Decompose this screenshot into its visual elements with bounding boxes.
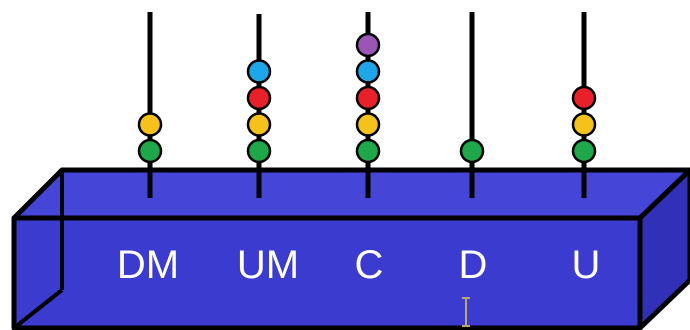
bead-red-um: [246, 85, 272, 111]
bead-yellow-dm: [137, 112, 163, 137]
box-back-bottom-edge: [12, 288, 64, 330]
bead-purple-c: [355, 32, 381, 58]
bead-yellow-c: [355, 112, 381, 137]
bead-green-d: [459, 138, 485, 164]
box-top-face: [11, 167, 690, 221]
rod-label-d: D: [459, 243, 488, 287]
bead-blue-um: [246, 59, 272, 84]
bead-red-u: [571, 85, 597, 111]
bead-green-dm: [137, 138, 163, 164]
bead-red-c: [355, 85, 381, 111]
bead-yellow-um: [246, 112, 272, 137]
bead-green-um: [246, 138, 272, 164]
text-cursor-icon: [462, 297, 470, 327]
rods-layer: DM UM C D U: [117, 12, 601, 287]
bead-green-c: [355, 138, 381, 164]
rod-label-u: U: [572, 243, 601, 287]
rod-label-um: UM: [237, 243, 299, 287]
rod-label-c: C: [355, 243, 384, 287]
bead-green-u: [571, 138, 597, 164]
bead-yellow-u: [571, 112, 597, 137]
box-front-face: [11, 215, 643, 330]
bead-blue-c: [355, 59, 381, 84]
rod-label-dm: DM: [117, 243, 179, 287]
